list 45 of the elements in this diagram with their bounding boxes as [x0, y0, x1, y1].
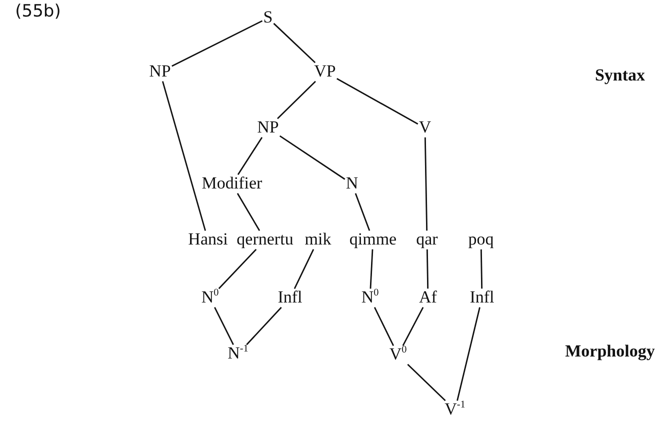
tree-branch [273, 22, 316, 64]
tree-node-label: mik [304, 230, 332, 250]
tree-node-label: NP [256, 118, 280, 138]
tree-branch [246, 306, 282, 346]
tree-branch [424, 137, 428, 231]
tree-node-label: Infl [468, 288, 496, 308]
tree-branch [279, 135, 346, 180]
tree-node-label: VP [313, 62, 337, 82]
tree-branch [162, 81, 206, 231]
tree-branch [237, 136, 263, 176]
tree-branch [426, 249, 429, 289]
tree-node-label: S [262, 8, 274, 28]
tree-branch [480, 249, 483, 289]
tree-branch [370, 249, 374, 289]
tree-branch [172, 20, 263, 67]
tree-node-label: V$^{-1}$ [444, 400, 466, 420]
level-label: Morphology [565, 342, 655, 362]
tree-node-label: qernertu [236, 230, 294, 250]
tree-node-label: N$^{0}$ [360, 288, 380, 308]
tree-branch [277, 80, 316, 120]
tree-node-label: V [418, 118, 432, 138]
tree-branch [374, 307, 394, 346]
tree-branch [294, 249, 314, 289]
tree-branch [354, 193, 370, 231]
tree-node-label: Af [418, 288, 438, 308]
tree-node-label: V$^{0}$ [388, 346, 408, 364]
tree-node-label: Hansi [187, 230, 229, 250]
tree-node-label: Modifier [200, 174, 264, 194]
tree-node-label: qar [415, 230, 439, 250]
tree-branch [402, 307, 424, 346]
tree-node-label: Infl [276, 288, 304, 308]
tree-node-label: N$^{0}$ [200, 288, 220, 308]
tree-node-label: N$^{-1}$ [226, 344, 250, 364]
tree-branch [218, 248, 257, 290]
tree-node-label: qimme [348, 230, 398, 250]
tree-branch [214, 307, 234, 345]
tree-branch [236, 192, 260, 232]
figure-number: (55b) [15, 2, 61, 22]
tree-node-label: N [344, 174, 360, 194]
level-label: Syntax [594, 66, 646, 86]
tree-node-label: NP [148, 62, 172, 82]
tree-branch [407, 364, 446, 402]
tree-node-label: poq [467, 230, 495, 250]
tree-branch [336, 78, 418, 125]
tree-branch [456, 307, 480, 401]
